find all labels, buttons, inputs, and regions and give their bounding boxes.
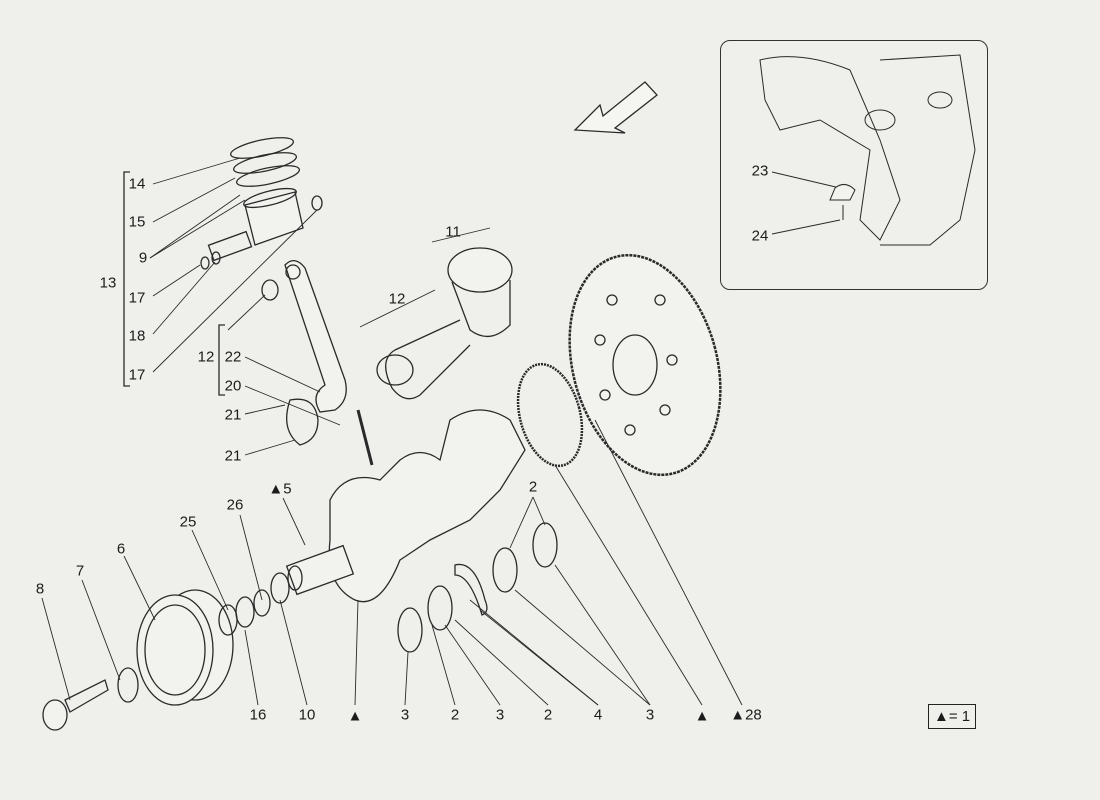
callout-label: 20 (224, 377, 242, 395)
washer (117, 667, 139, 703)
callout-label: 24 (751, 227, 769, 245)
callout-label: 2 (450, 706, 460, 724)
callout-label: 6 (116, 540, 126, 558)
piston-small (243, 187, 304, 246)
callout-label: 17 (128, 289, 146, 307)
direction-arrow (573, 81, 658, 134)
legend-quantity: ▲= 1 (928, 704, 977, 729)
callout-label: 22 (224, 348, 242, 366)
piston-rings (230, 137, 300, 187)
callout-label: 18 (128, 327, 146, 345)
pulley-bolt (42, 679, 109, 731)
callout-label: 21 (224, 406, 242, 424)
callout-label: 7 (75, 562, 85, 580)
callout-label: 23 (751, 162, 769, 180)
callout-label: 14 (128, 175, 146, 193)
connecting-rod (284, 260, 347, 413)
engine-block-sketch (759, 54, 976, 246)
leader-lines (41, 157, 841, 706)
callout-label: ▲28 (730, 706, 762, 724)
callout-label: ▲ (347, 707, 363, 725)
callout-label: 10 (298, 706, 316, 724)
circlip (311, 195, 323, 211)
callout-label: 9 (138, 249, 148, 267)
bracket-12 (218, 324, 225, 396)
callout-label: ▲5 (268, 480, 292, 498)
callout-label: 16 (249, 706, 267, 724)
piston-pin (207, 230, 253, 262)
reluctor-ring (516, 362, 584, 468)
piston-assembly (376, 247, 513, 400)
rod-bearing-shell (286, 398, 319, 446)
callout-label: 15 (128, 213, 146, 231)
circlip (200, 256, 210, 270)
callout-label: 2 (543, 706, 553, 724)
callout-label: 3 (495, 706, 505, 724)
callout-label: 8 (35, 580, 45, 598)
bushing (261, 279, 279, 301)
callout-label: 3 (400, 706, 410, 724)
main-bearings (397, 522, 558, 653)
crankshaft (285, 409, 526, 603)
inset-detail-view (720, 40, 988, 290)
callout-label: ▲ (694, 707, 710, 725)
callout-label: 12 (388, 290, 406, 308)
callout-label: 2 (528, 478, 538, 496)
callout-label: 13 (99, 274, 117, 292)
crank-pulley (136, 572, 290, 706)
callout-label: 17 (128, 366, 146, 384)
callout-label: 11 (445, 223, 461, 241)
callout-label: 25 (179, 513, 197, 531)
callout-label: 26 (226, 496, 244, 514)
callout-label: 12 (197, 348, 215, 366)
flywheel (568, 253, 722, 477)
callout-label: 21 (224, 447, 242, 465)
bracket-13 (123, 171, 130, 387)
callout-label: 3 (645, 706, 655, 724)
callout-label: 4 (593, 706, 603, 724)
